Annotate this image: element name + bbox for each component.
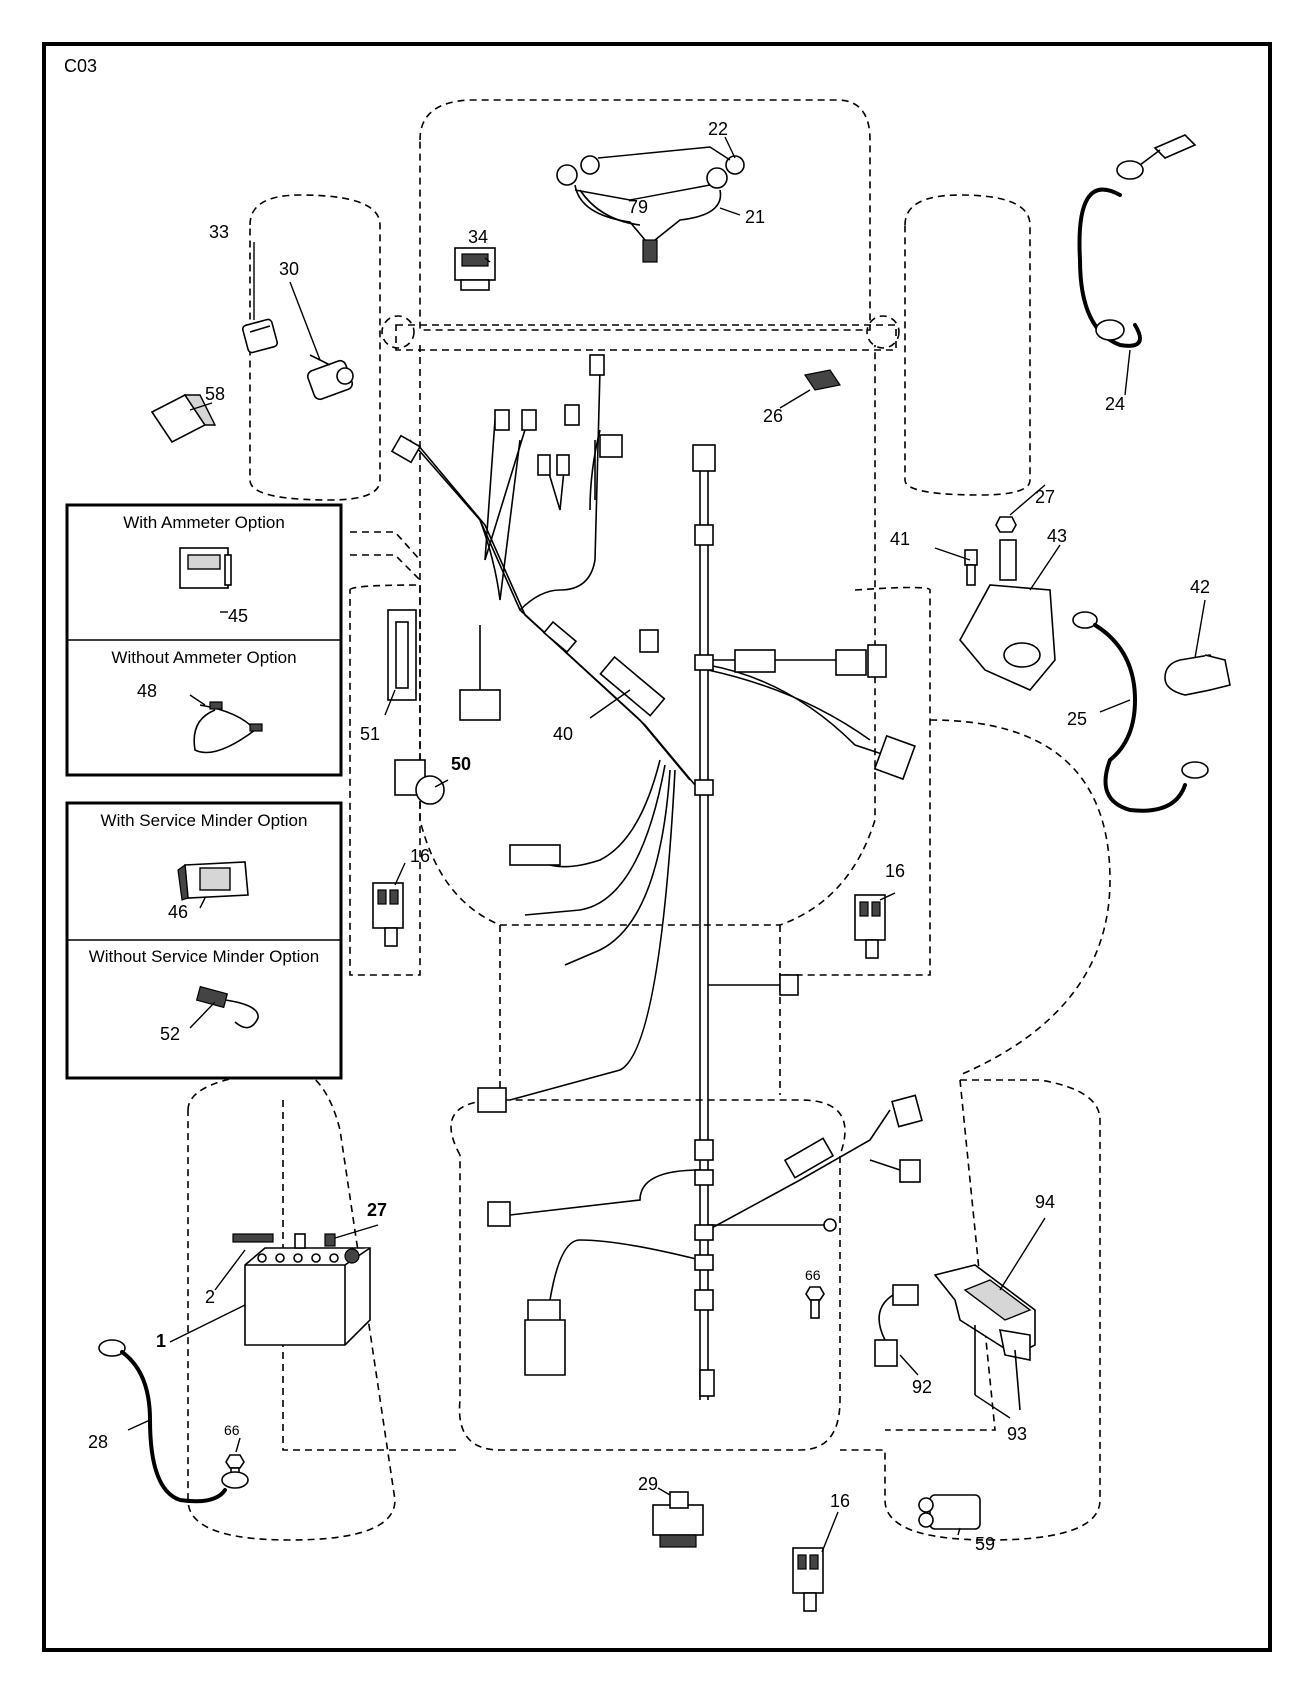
plug-16b [854, 894, 886, 959]
ammeter-without-label: Without Ammeter Option [111, 648, 296, 667]
leader-lines [127, 136, 1206, 1553]
label-41: 41 [890, 529, 910, 549]
label-27a: 27 [1035, 487, 1055, 507]
label-28: 28 [88, 1432, 108, 1452]
label-66b: 66 [224, 1422, 240, 1438]
ground-cable-24 [1077, 134, 1197, 348]
tractor-outline [187, 99, 1111, 1541]
label-94: 94 [1035, 1192, 1055, 1212]
connector-92 [874, 1284, 919, 1367]
label-93: 93 [1007, 1424, 1027, 1444]
label-24: 24 [1105, 394, 1125, 414]
label-52: 52 [160, 1024, 180, 1044]
service-minder-46 [177, 861, 249, 901]
label-45: 45 [228, 606, 248, 626]
diagram-code: C03 [64, 56, 97, 76]
module-94 [933, 1264, 1036, 1411]
label-25: 25 [1067, 709, 1087, 729]
label-22: 22 [708, 119, 728, 139]
label-26: 26 [763, 406, 783, 426]
switch-34 [454, 247, 496, 291]
bolt-66a [805, 1286, 825, 1319]
plug-16c [792, 1547, 824, 1612]
label-59: 59 [975, 1534, 995, 1554]
label-30: 30 [279, 259, 299, 279]
jumper-48 [193, 701, 263, 754]
label-16a: 16 [410, 846, 430, 866]
ammeter-option-box: With Ammeter Option Without Ammeter Opti… [65, 503, 343, 777]
fuse-26 [804, 369, 841, 391]
label-43: 43 [1047, 526, 1067, 546]
label-58: 58 [205, 384, 225, 404]
battery-1 [232, 1233, 371, 1346]
label-92: 92 [912, 1377, 932, 1397]
label-16b: 16 [885, 861, 905, 881]
label-34: 34 [468, 227, 488, 247]
battery-cable-25 [1072, 611, 1209, 813]
label-29: 29 [638, 1474, 658, 1494]
ammeter-with-label: With Ammeter Option [123, 513, 285, 532]
label-21: 21 [745, 207, 765, 227]
label-2: 2 [205, 1287, 215, 1307]
label-33: 33 [209, 222, 229, 242]
label-51: 51 [360, 724, 380, 744]
label-79: 79 [628, 197, 648, 217]
headlight-harness [556, 146, 745, 263]
label-27b: 27 [367, 1200, 387, 1220]
service-with-label: With Service Minder Option [101, 811, 308, 830]
label-48: 48 [137, 681, 157, 701]
part-59 [918, 1494, 981, 1530]
decal-51 [387, 609, 417, 701]
switch-29 [652, 1491, 704, 1548]
label-1: 1 [156, 1331, 166, 1351]
part-58 [150, 393, 217, 444]
starter-solenoid-43 [959, 516, 1056, 691]
diagram-frame [42, 42, 1272, 1652]
label-66a: 66 [805, 1267, 821, 1283]
battery-cable-28 [98, 1339, 249, 1504]
terminal-boot-42 [1164, 654, 1231, 696]
plug-16a [372, 882, 404, 947]
label-40: 40 [553, 724, 573, 744]
label-42: 42 [1190, 577, 1210, 597]
part-labels: 22 79 21 33 30 34 58 26 24 27 41 43 42 2… [88, 119, 1210, 1554]
relay-50 [394, 759, 445, 805]
ignition-switch-30 [306, 354, 354, 401]
ammeter-45 [179, 547, 232, 589]
wiring-harness [390, 354, 923, 1400]
jumper-52 [195, 985, 259, 1029]
service-without-label: Without Service Minder Option [89, 947, 320, 966]
service-minder-option-box: With Service Minder Option Without Servi… [65, 801, 343, 1080]
label-50: 50 [451, 754, 471, 774]
label-16c: 16 [830, 1491, 850, 1511]
label-46: 46 [168, 902, 188, 922]
ignition-key-33 [241, 318, 279, 354]
